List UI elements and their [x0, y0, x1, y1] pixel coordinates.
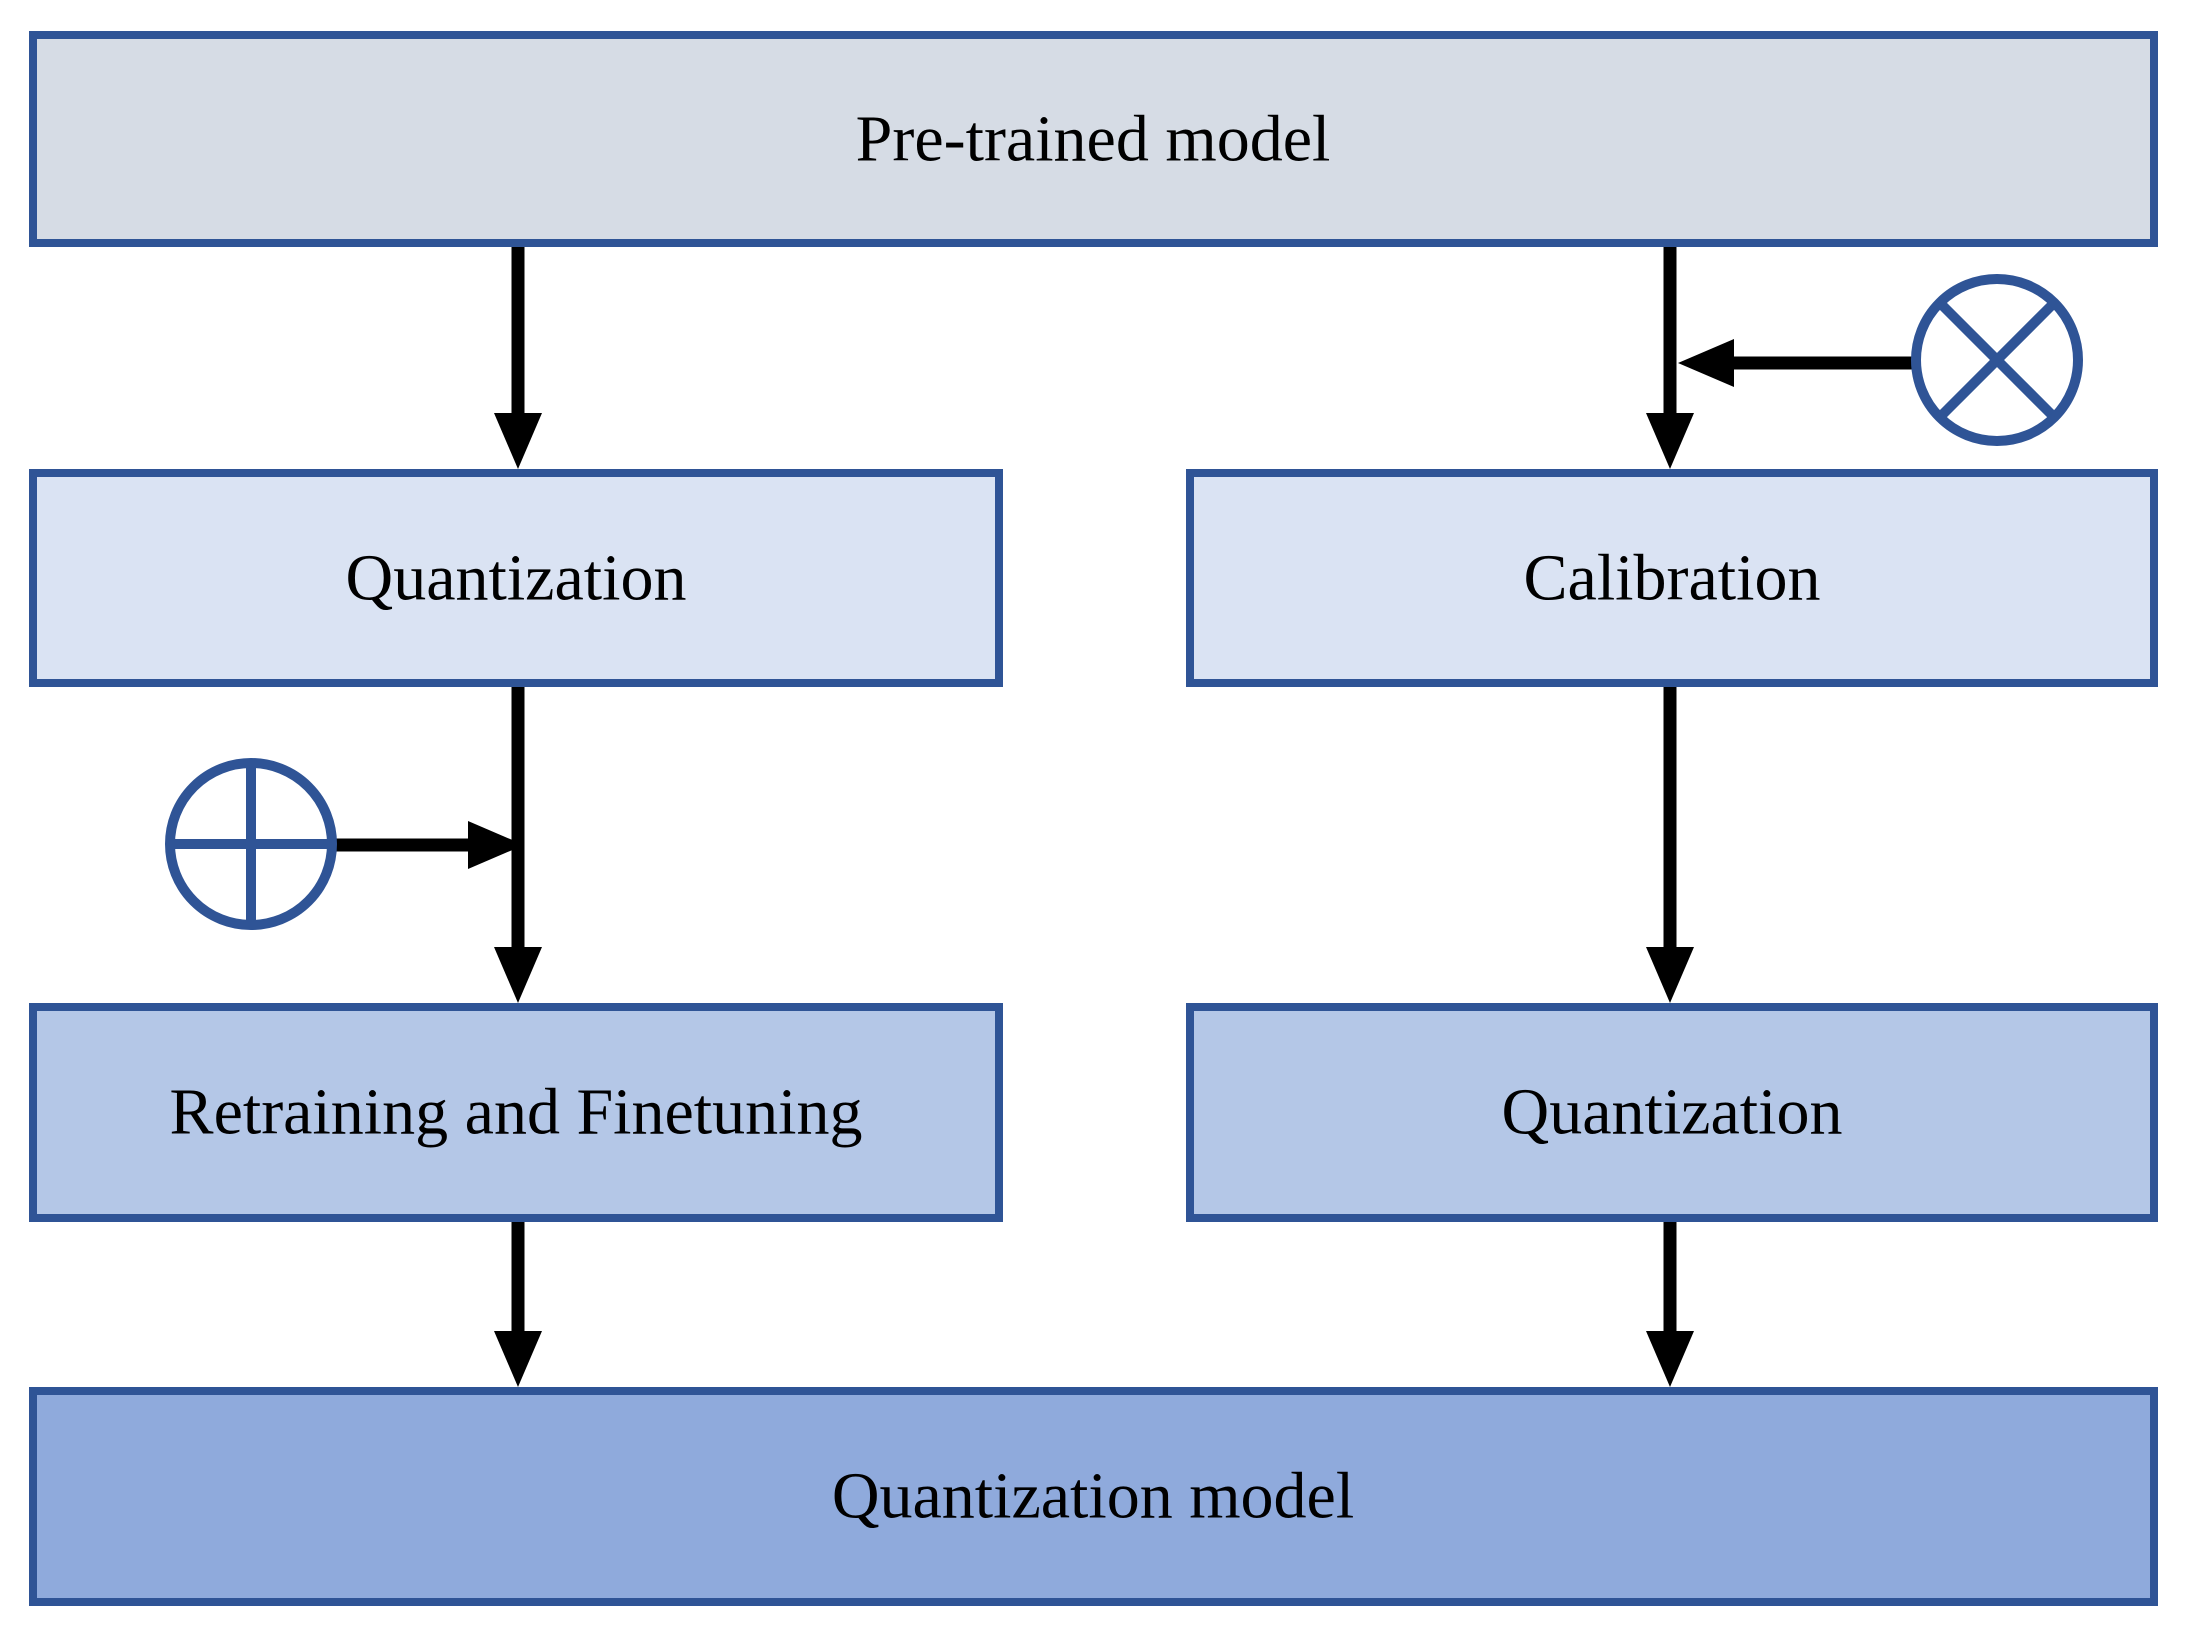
- node-retraining-finetuning-box: [29, 1003, 1003, 1222]
- arrow-quantization-right-to-quantization-model: [1646, 1222, 1694, 1387]
- arrow-circled-x-to-calibration-flow: [1678, 339, 1915, 387]
- arrow-head: [1646, 413, 1694, 469]
- circled-x-icon: [1911, 274, 2083, 446]
- node-quantization-left-box: [29, 469, 1003, 687]
- arrow-head: [494, 947, 542, 1003]
- node-calibration-box: [1186, 469, 2158, 687]
- arrow-pretrained-to-calibration: [1646, 247, 1694, 469]
- node-quantization-model: Quantization model: [29, 1387, 2158, 1606]
- arrow-pretrained-to-quantization-left: [494, 247, 542, 469]
- node-retraining-finetuning-label: Retraining and Finetuning: [170, 1076, 863, 1149]
- arrow-retraining-to-quantization-model: [494, 1222, 542, 1387]
- node-quantization-left: Quantization: [29, 469, 1003, 687]
- node-quantization-left-label: Quantization: [346, 542, 687, 615]
- circled-plus-icon: [165, 758, 337, 930]
- arrow-head: [494, 1331, 542, 1387]
- node-pretrained-model-label: Pre-trained model: [856, 103, 1331, 176]
- node-pretrained-model: Pre-trained model: [29, 31, 2158, 247]
- arrow-circled-plus-to-retraining-flow: [333, 821, 524, 869]
- circled-plus-ring: [165, 758, 337, 930]
- node-quantization-right-label: Quantization: [1502, 1076, 1843, 1149]
- node-pretrained-model-box: [29, 31, 2158, 247]
- node-quantization-model-label: Quantization model: [832, 1460, 1354, 1533]
- arrow-head: [1646, 1331, 1694, 1387]
- node-quantization-right-box: [1186, 1003, 2158, 1222]
- node-retraining-finetuning: Retraining and Finetuning: [29, 1003, 1003, 1222]
- circled-x-ring: [1911, 274, 2083, 446]
- node-quantization-model-box: [29, 1387, 2158, 1606]
- node-calibration-label: Calibration: [1524, 542, 1821, 615]
- arrow-head: [494, 413, 542, 469]
- arrow-head: [1678, 339, 1734, 387]
- arrow-head: [468, 821, 524, 869]
- node-calibration: Calibration: [1186, 469, 2158, 687]
- arrow-calibration-to-quantization-right: [1646, 687, 1694, 1003]
- arrow-quantization-left-to-retraining: [494, 687, 542, 1003]
- node-quantization-right: Quantization: [1186, 1003, 2158, 1222]
- circled-x-diagonal: [1939, 302, 2055, 418]
- arrow-head: [1646, 947, 1694, 1003]
